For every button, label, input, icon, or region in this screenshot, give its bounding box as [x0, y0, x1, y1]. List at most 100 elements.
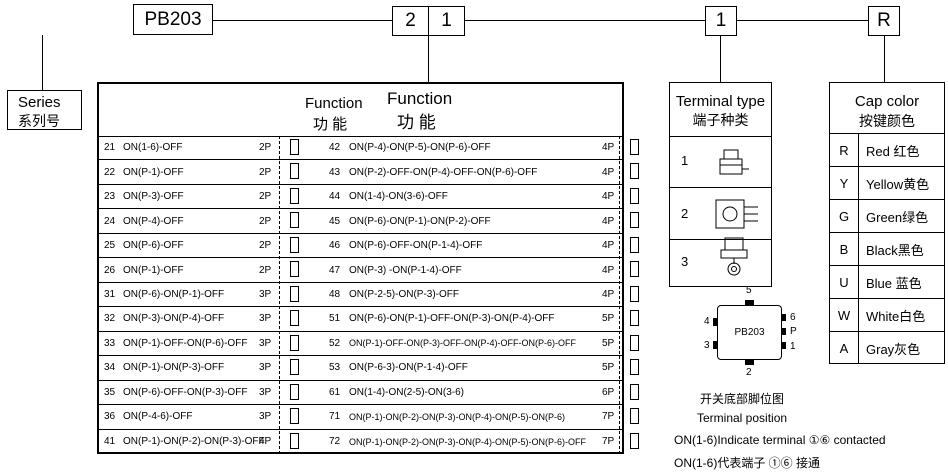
cell-l-description: ON(P-3)-OFF — [123, 191, 184, 203]
r-schematic-icon — [630, 310, 639, 327]
connector-line — [465, 20, 705, 21]
r-schematic-icon — [630, 432, 639, 449]
cap-color-code: Y — [830, 167, 859, 199]
cell-l-pole-count: 3P — [259, 362, 272, 374]
cell-r-pole-count: 4P — [602, 264, 615, 276]
cell-r-description: ON(P-6)-OFF-ON(P-1-4)-OFF — [349, 240, 483, 252]
chip-body: PB203 — [717, 305, 782, 360]
cell-l-number: 34 — [104, 362, 116, 374]
cell-r-number: 71 — [329, 411, 341, 423]
cap-color-title-cn: 按键颜色 — [859, 113, 915, 129]
l-schematic-icon — [290, 310, 299, 327]
pin-pad — [713, 318, 718, 326]
cell-r-number: 48 — [329, 288, 341, 300]
function-title-en-1: Function — [305, 95, 363, 112]
cell-r-pole-count: 4P — [602, 288, 615, 300]
pin-pad — [781, 342, 786, 349]
cell-r-description: ON(P-4)-ON(P-5)-ON(P-6)-OFF — [349, 142, 491, 154]
r-schematic-icon — [630, 163, 639, 180]
terminal-type-title-cn: 端子种类 — [692, 112, 749, 128]
series-label-cn: 系列号 — [18, 113, 60, 129]
r-schematic-icon — [630, 236, 639, 253]
cell-r-description: ON(P-1)-ON(P-2)-ON(P-3)-ON(P-4)-ON(P-5)-… — [349, 436, 586, 447]
r-schematic-icon — [630, 139, 639, 155]
terminal-type-1-icon — [719, 149, 749, 175]
l-schematic-icon — [290, 139, 299, 155]
connector-line — [884, 36, 885, 82]
note-cn: ON(1-6)代表端子 ①⑥ 接通 — [674, 456, 821, 470]
function-title-cn-2: 功 能 — [397, 113, 436, 132]
r-schematic-icon — [630, 261, 639, 278]
terminal-type-3-icon — [720, 237, 748, 276]
color-code-box: R — [868, 6, 900, 36]
r-schematic-icon — [630, 359, 639, 376]
series-box: Series 系列号 — [7, 90, 82, 130]
cell-l-description: ON(P-1)-OFF — [123, 166, 184, 178]
cap-color-code: R — [830, 134, 859, 166]
cell-l-number: 26 — [104, 264, 116, 276]
terminal-option: 2 — [670, 188, 771, 240]
cap-color-name: White白色 — [866, 308, 926, 324]
pin-label-3: 3 — [704, 340, 710, 351]
l-schematic-icon — [290, 359, 299, 376]
cell-l-pole-count: 3P — [259, 386, 272, 398]
cell-r-number: 42 — [329, 142, 341, 154]
cell-r-pole-count: 4P — [602, 191, 615, 203]
cell-r-number: 44 — [329, 191, 341, 203]
cell-r-pole-count: 5P — [602, 362, 615, 374]
terminal-position-caption-cn: 开关底部脚位图 — [700, 392, 785, 406]
table-divider — [619, 136, 620, 454]
cell-l-description: ON(P-1)-OFF-ON(P-6)-OFF — [123, 337, 248, 349]
cell-r-description: ON(P-3) -ON(P-1-4)-OFF — [349, 264, 462, 276]
cell-r-number: 45 — [329, 215, 341, 227]
connector-line — [42, 70, 43, 90]
terminal-option-number: 3 — [681, 254, 689, 269]
cell-r-description: ON(P-6-3)-ON(P-1-4)-OFF — [349, 362, 468, 374]
cell-l-number: 33 — [104, 337, 116, 349]
cell-r-pole-count: 7P — [602, 436, 615, 448]
terminal-position-caption-en: Terminal position — [697, 411, 788, 425]
terminal-option-number: 2 — [681, 206, 689, 221]
terminal-type-title-en: Terminal type — [675, 93, 766, 110]
cell-l-pole-count: 2P — [259, 215, 272, 227]
r-schematic-icon — [630, 212, 639, 229]
pin-pad — [713, 341, 718, 349]
cell-l-description: ON(P-3)-ON(P-4)-OFF — [123, 313, 225, 325]
cell-l-description: ON(P-6)-OFF-ON(P-3)-OFF — [123, 386, 248, 398]
cap-color-code: A — [830, 332, 859, 364]
function-title-en-2: Function — [387, 89, 453, 108]
cell-r-number: 51 — [329, 313, 341, 325]
connector-line — [213, 20, 392, 21]
cell-l-pole-count: 3P — [259, 411, 272, 423]
cell-l-number: 23 — [104, 191, 116, 203]
cap-color-code: B — [830, 233, 859, 265]
cell-r-number: 46 — [329, 240, 341, 252]
cell-l-pole-count: 2P — [259, 191, 272, 203]
cap-color-code: G — [830, 200, 859, 232]
l-schematic-icon — [290, 383, 299, 400]
cell-l-pole-count: 4P — [259, 436, 272, 448]
l-schematic-icon — [290, 163, 299, 180]
terminal-position-diagram: PB203 5 2 4 3 6 P 1 — [700, 285, 810, 400]
cell-l-description: ON(P-1)-ON(P-2)-ON(P-3)-OFF — [123, 436, 265, 448]
cap-color-code: U — [830, 266, 859, 298]
cell-r-description: ON(P-2-5)-ON(P-3)-OFF — [349, 288, 459, 300]
pin-label-6: 6 — [790, 312, 796, 323]
cell-r-pole-count: 6P — [602, 386, 615, 398]
cell-r-pole-count: 7P — [602, 411, 615, 423]
cell-r-pole-count: 4P — [602, 142, 615, 154]
